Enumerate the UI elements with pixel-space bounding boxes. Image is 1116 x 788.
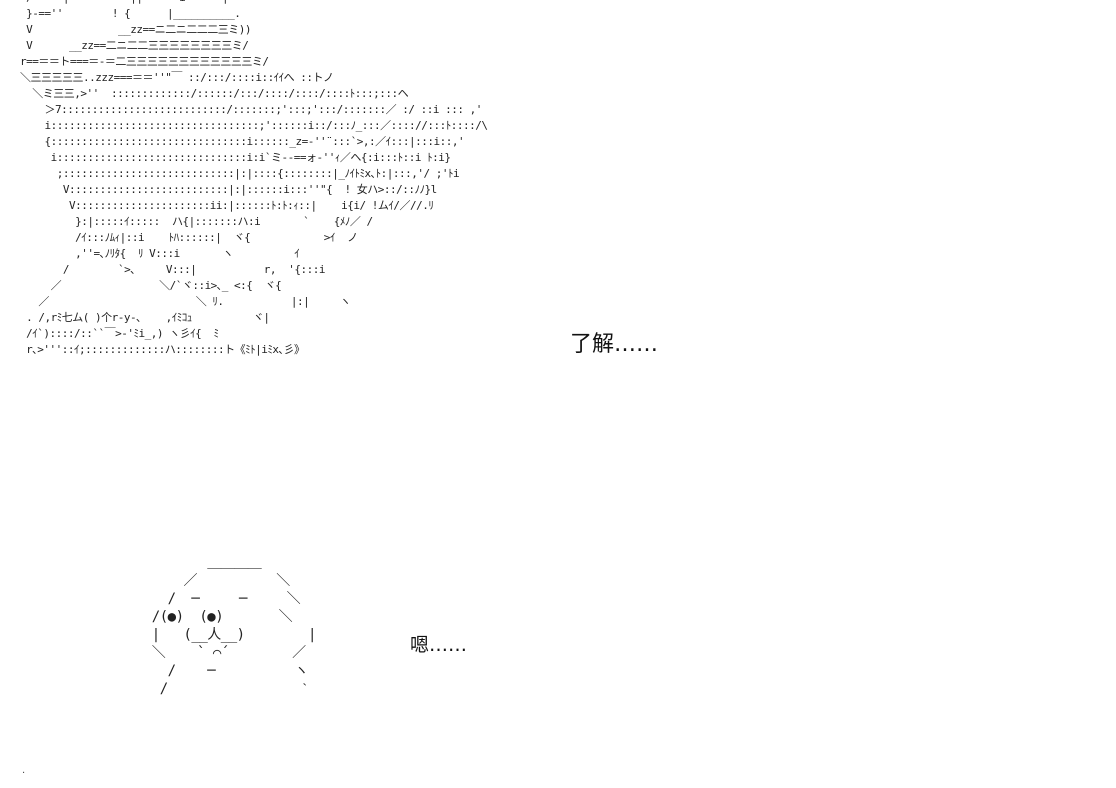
ascii-art-ship-character: / | || i | }-=='' ! { |__________. V __z… <box>20 0 488 356</box>
speech-line-2: 嗯…… <box>410 634 468 656</box>
stray-mark: . <box>22 765 26 776</box>
speech-line-1: 了解…… <box>570 332 659 357</box>
ascii-art-yaruo-face: ＿＿＿＿ ／ ＼ / ─ ─ ＼ /(●) (●) ＼ | (__人__) | … <box>151 555 317 697</box>
